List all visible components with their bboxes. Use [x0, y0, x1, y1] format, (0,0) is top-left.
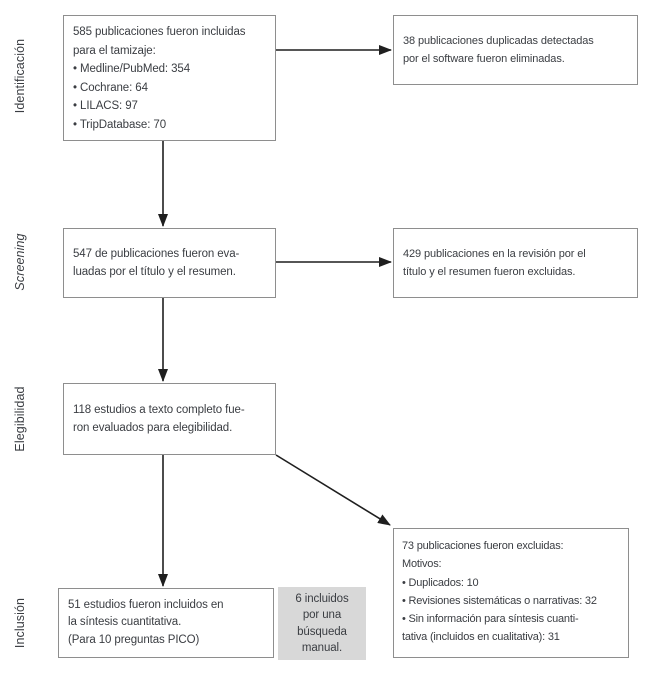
text-line: ron evaluados para elegibilidad.: [73, 422, 233, 434]
text-line: título y el resumen fueron excluidas.: [403, 266, 576, 278]
text-line: 547 de publicaciones fueron eva-: [73, 248, 240, 260]
stage-label-eligibility: Elegibilidad: [13, 386, 27, 452]
text-line: (Para 10 preguntas PICO): [68, 633, 200, 646]
text-line: 585 publicaciones fueron incluidas: [73, 26, 246, 38]
text-line: 118 estudios a texto completo fue-: [73, 404, 245, 416]
text-line: • Cochrane: 64: [73, 81, 148, 94]
box-fulltext-excluded: 73 publicaciones fueron excluidas: Motivo…: [393, 528, 629, 658]
text-line: manual.: [301, 642, 343, 654]
note-manual-search: 6 incluidos por una búsqueda manual.: [278, 587, 366, 660]
text-line: la síntesis cuantitativa.: [68, 616, 182, 629]
box-identification-included: 585 publicaciones fueron incluidas para e…: [63, 15, 276, 141]
text-line: Motivos:: [402, 558, 442, 571]
text-line: 38 publicaciones duplicadas detectadas: [403, 35, 594, 47]
text-line: búsqueda: [297, 625, 347, 638]
stage-label-inclusion: Inclusión: [13, 597, 27, 649]
box-screening-evaluated: 547 de publicaciones fueron eva-luadas p…: [63, 228, 276, 298]
box-eligibility-fulltext: 118 estudios a texto completo fue-ron ev…: [63, 383, 276, 455]
text-line: • Duplicados: 10: [402, 576, 479, 589]
box-included-quantitative: 51 estudios fueron incluidos en la síntes…: [58, 588, 274, 658]
text-line: por el software fueron eliminadas.: [403, 53, 565, 65]
text-line: • Sin información para síntesis cuanti-: [402, 613, 579, 626]
text-line: luadas por el título y el resumen.: [73, 266, 236, 278]
text-line: • Revisiones sistemáticas o narrativas: …: [402, 594, 597, 607]
text-line: • Medline/PubMed: 354: [73, 63, 190, 75]
box-screening-excluded: 429 publicaciones en la revisión por el t…: [393, 228, 638, 298]
text-line: 73 publicaciones fueron excluidas:: [402, 540, 564, 552]
text-line: • TripDatabase: 70: [73, 118, 167, 131]
text-line: tativa (incluidos en cualitativa): 31: [402, 631, 560, 644]
stage-label-identification: Identificación: [13, 38, 27, 114]
text-line: 51 estudios fueron incluidos en: [68, 598, 224, 611]
box-duplicates-removed: 38 publicaciones duplicadas detectadas po…: [393, 15, 638, 85]
text-line: para el tamizaje:: [73, 44, 156, 57]
arrow-eligibility-to-fulltext-excluded: [275, 454, 391, 526]
text-line: • LILACS: 97: [73, 100, 138, 112]
text-line: 429 publicaciones en la revisión por el: [403, 248, 586, 260]
text-line: por una: [302, 609, 342, 621]
stage-label-screening: Screening: [13, 233, 27, 291]
text-line: 6 incluidos: [295, 592, 349, 605]
